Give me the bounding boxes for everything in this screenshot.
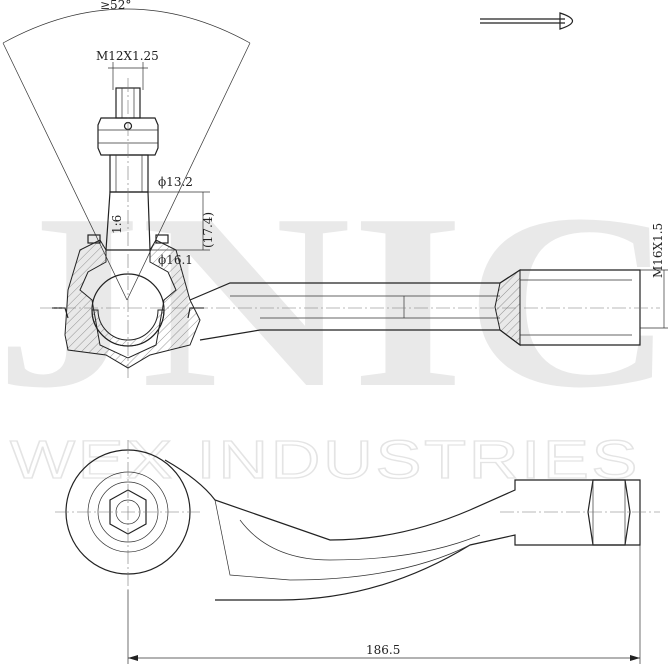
section-view: ≥52° M12X1.25 ϕ13.2 (17.4) ϕ16.1 1:6 <box>2 0 668 380</box>
angle-arc <box>2 8 251 44</box>
watermark-brand: JNIC <box>0 163 670 440</box>
plan-view: 186.5 <box>55 440 660 664</box>
cotter-pin-icon <box>480 12 574 30</box>
watermark-company: WEX INDUSTRIES <box>10 430 640 490</box>
dust-boot-left <box>87 234 101 244</box>
thread-end-label: M16X1.5 <box>651 223 665 278</box>
taper-height-label: (17.4) <box>201 212 215 248</box>
angle-label: ≥52° <box>100 0 131 12</box>
taper-ratio-label: 1:6 <box>110 215 124 234</box>
castle-nut <box>97 117 159 156</box>
diameter-upper-label: ϕ13.2 <box>158 175 193 189</box>
thread-stud-label: M12X1.25 <box>96 49 159 63</box>
threaded-bore-section <box>494 269 521 346</box>
dust-boot-right <box>155 234 169 244</box>
tie-rod-arm <box>189 269 641 346</box>
overall-length-label: 186.5 <box>366 643 400 657</box>
arm-outline-upper <box>164 459 641 601</box>
housing-section <box>64 239 201 369</box>
angle-ray-right <box>126 42 251 301</box>
